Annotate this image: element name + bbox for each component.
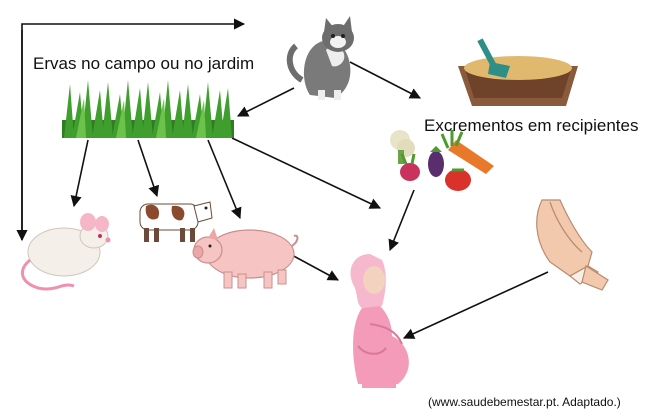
- litter-box-illustration: [458, 38, 578, 106]
- arrow-grass-to-mouse: [70, 139, 89, 208]
- cow-illustration: [139, 201, 213, 242]
- vegetables-illustration: [390, 130, 494, 191]
- pig-illustration: [192, 228, 299, 289]
- arrow-grass-to-woman: [231, 137, 382, 209]
- arrow-grass-to-cow: [137, 139, 160, 198]
- mouse-illustration: [21, 213, 111, 291]
- arrow-cat-to-grass: [236, 87, 295, 117]
- pregnant-woman-illustration: [350, 254, 409, 388]
- source-caption: (www.saudebemestar.pt. Adaptado.): [428, 395, 621, 409]
- label-herbs: Ervas no campo ou no jardim: [33, 54, 255, 73]
- arrow-hands-to-woman: [402, 271, 549, 339]
- arrow-pig-to-woman: [289, 253, 339, 281]
- cat-illustration: [286, 16, 354, 100]
- grass-illustration: [62, 80, 234, 138]
- arrow-vegetables-to-woman: [388, 189, 415, 252]
- praying-hands-illustration: [536, 199, 609, 291]
- arrows: [16, 18, 549, 339]
- arrow-grass-to-pig: [207, 139, 242, 220]
- arrow-cat-to-excrement: [349, 61, 421, 99]
- label-excrement: Excrementos em recipientes: [424, 116, 639, 135]
